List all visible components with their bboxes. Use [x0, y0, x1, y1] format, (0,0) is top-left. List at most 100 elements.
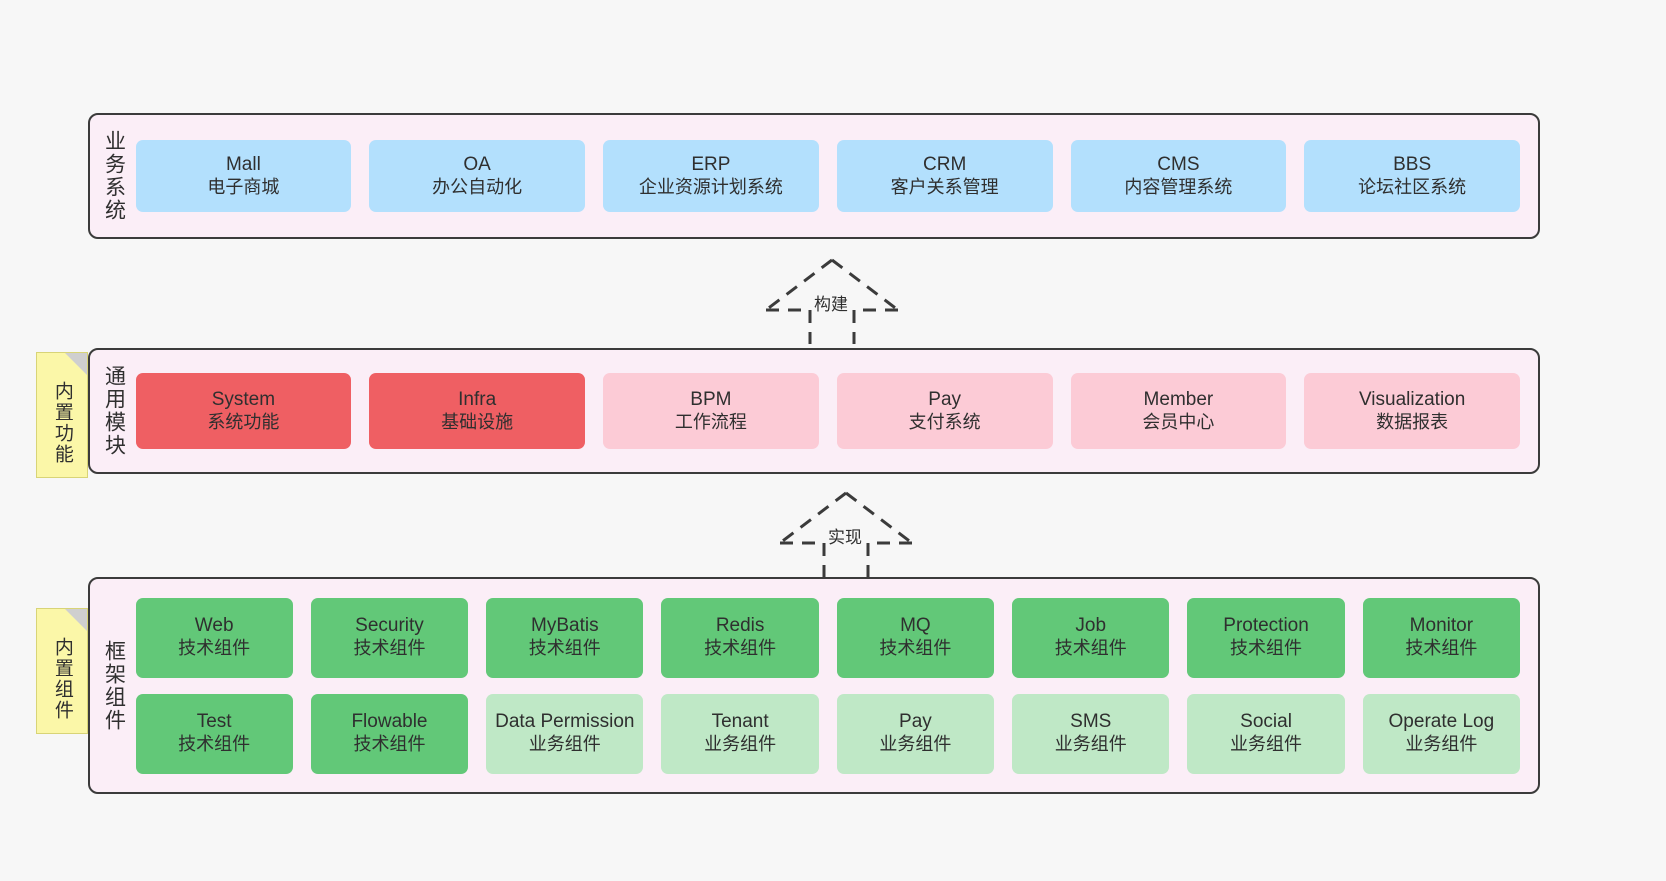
node-subtitle: 技术组件 [528, 638, 601, 659]
node-subtitle: 技术组件 [178, 638, 251, 659]
layer-common-modules: 通用模块 System 系统功能 Infra 基础设施 BPM 工作流程 Pay… [88, 348, 1540, 474]
node-bbs[interactable]: BBS 论坛社区系统 [1304, 140, 1521, 212]
node-oa[interactable]: OA 办公自动化 [369, 140, 586, 212]
sticky-note-text: 内置组件 [51, 637, 73, 721]
node-erp[interactable]: ERP 企业资源计划系统 [603, 140, 819, 212]
node-title: Redis [715, 615, 765, 637]
node-subtitle: 业务组件 [1405, 734, 1478, 755]
node-operate-log[interactable]: Operate Log 业务组件 [1362, 693, 1521, 774]
node-test[interactable]: Test 技术组件 [135, 693, 293, 774]
node-protection[interactable]: Protection 技术组件 [1187, 597, 1345, 678]
node-title: Pay [928, 388, 962, 410]
node-title: Job [1075, 615, 1107, 637]
node-row: Web 技术组件 Security 技术组件 MyBatis 技术组件 Redi… [135, 597, 1521, 678]
node-sms[interactable]: SMS 业务组件 [1012, 693, 1170, 774]
node-title: SMS [1070, 711, 1112, 733]
node-subtitle: 客户关系管理 [890, 176, 999, 197]
node-member[interactable]: Member 会员中心 [1070, 373, 1287, 449]
node-title: CMS [1157, 153, 1200, 175]
node-subtitle: 工作流程 [674, 411, 747, 432]
node-title: Tenant [711, 711, 769, 733]
layer-framework-components: 框架组件 Web 技术组件 Security 技术组件 MyBatis 技术组件… [88, 577, 1540, 794]
node-subtitle: 办公自动化 [432, 176, 523, 197]
node-title: Web [194, 615, 234, 637]
node-subtitle: 数据报表 [1376, 411, 1449, 432]
node-security[interactable]: Security 技术组件 [310, 597, 469, 678]
node-cms[interactable]: CMS 内容管理系统 [1070, 140, 1287, 212]
layer-title-business-systems: 业务系统 [102, 130, 126, 222]
arrow-label-implement: 实现 [828, 528, 862, 547]
node-row: Test 技术组件 Flowable 技术组件 Data Permission … [135, 693, 1521, 774]
node-bpm[interactable]: BPM 工作流程 [603, 373, 819, 449]
node-row: System 系统功能 Infra 基础设施 BPM 工作流程 Pay 支付系统… [135, 373, 1521, 449]
node-data-permission[interactable]: Data Permission 业务组件 [486, 693, 644, 774]
node-title: Infra [458, 388, 497, 410]
node-visualization[interactable]: Visualization 数据报表 [1304, 373, 1521, 449]
node-subtitle: 会员中心 [1142, 411, 1215, 432]
node-flowable[interactable]: Flowable 技术组件 [310, 693, 469, 774]
node-title: CRM [923, 153, 967, 175]
node-title: Social [1240, 711, 1292, 733]
sticky-note-text: 内置功能 [51, 381, 73, 465]
node-subtitle: 论坛社区系统 [1358, 176, 1467, 197]
layer-business-systems: 业务系统 Mall 电子商城 OA 办公自动化 ERP 企业资源计划系统 CRM… [88, 113, 1540, 239]
node-title: Protection [1223, 615, 1309, 637]
node-subtitle: 基础设施 [441, 411, 514, 432]
sticky-note-builtin-function: 内置功能 [36, 352, 88, 478]
node-mall[interactable]: Mall 电子商城 [135, 140, 352, 212]
node-subtitle: 技术组件 [178, 734, 251, 755]
node-title: Mall [225, 153, 261, 175]
node-subtitle: 技术组件 [879, 638, 952, 659]
node-pay[interactable]: Pay 支付系统 [836, 373, 1053, 449]
layer-title-framework-components: 框架组件 [102, 639, 126, 732]
folded-corner-icon [65, 353, 87, 375]
node-monitor[interactable]: Monitor 技术组件 [1362, 597, 1521, 678]
node-redis[interactable]: Redis 技术组件 [661, 597, 819, 678]
node-social[interactable]: Social 业务组件 [1187, 693, 1345, 774]
layer-body-common-modules: System 系统功能 Infra 基础设施 BPM 工作流程 Pay 支付系统… [135, 350, 1538, 472]
node-subtitle: 电子商城 [207, 176, 280, 197]
node-subtitle: 技术组件 [704, 638, 777, 659]
layer-body-business-systems: Mall 电子商城 OA 办公自动化 ERP 企业资源计划系统 CRM 客户关系… [135, 115, 1538, 237]
generalization-arrow-build: 构建 [752, 254, 912, 344]
node-subtitle: 系统功能 [207, 411, 280, 432]
node-row: Mall 电子商城 OA 办公自动化 ERP 企业资源计划系统 CRM 客户关系… [135, 140, 1521, 212]
node-web[interactable]: Web 技术组件 [135, 597, 293, 678]
node-title: BPM [690, 388, 732, 410]
node-tenant[interactable]: Tenant 业务组件 [661, 693, 819, 774]
sticky-note-builtin-component: 内置组件 [36, 608, 88, 734]
node-pay-component[interactable]: Pay 业务组件 [836, 693, 995, 774]
node-title: BBS [1393, 153, 1432, 175]
generalization-arrow-implement: 实现 [766, 487, 926, 577]
node-title: System [211, 388, 276, 410]
dashed-arrow-up-icon [765, 258, 899, 344]
node-job[interactable]: Job 技术组件 [1012, 597, 1170, 678]
node-subtitle: 业务组件 [879, 734, 952, 755]
node-title: MyBatis [531, 615, 599, 637]
node-subtitle: 业务组件 [528, 734, 601, 755]
node-subtitle: 支付系统 [908, 411, 981, 432]
node-subtitle: 业务组件 [704, 734, 777, 755]
node-system[interactable]: System 系统功能 [135, 373, 352, 449]
node-subtitle: 技术组件 [1230, 638, 1303, 659]
node-title: Visualization [1358, 388, 1466, 410]
node-subtitle: 业务组件 [1230, 734, 1303, 755]
node-subtitle: 技术组件 [353, 734, 426, 755]
node-title: Pay [899, 711, 932, 733]
folded-corner-icon [65, 609, 87, 631]
node-mq[interactable]: MQ 技术组件 [836, 597, 995, 678]
node-title: OA [463, 153, 491, 175]
node-title: Monitor [1409, 615, 1474, 637]
node-crm[interactable]: CRM 客户关系管理 [836, 140, 1053, 212]
node-title: Operate Log [1388, 711, 1495, 733]
node-title: Flowable [351, 711, 428, 733]
layer-body-framework-components: Web 技术组件 Security 技术组件 MyBatis 技术组件 Redi… [135, 579, 1538, 792]
node-subtitle: 技术组件 [353, 638, 426, 659]
node-title: Security [355, 615, 424, 637]
node-infra[interactable]: Infra 基础设施 [369, 373, 586, 449]
node-mybatis[interactable]: MyBatis 技术组件 [486, 597, 644, 678]
layer-title-common-modules: 通用模块 [102, 365, 126, 457]
dashed-arrow-up-icon [779, 491, 913, 577]
node-title: Test [196, 711, 232, 733]
